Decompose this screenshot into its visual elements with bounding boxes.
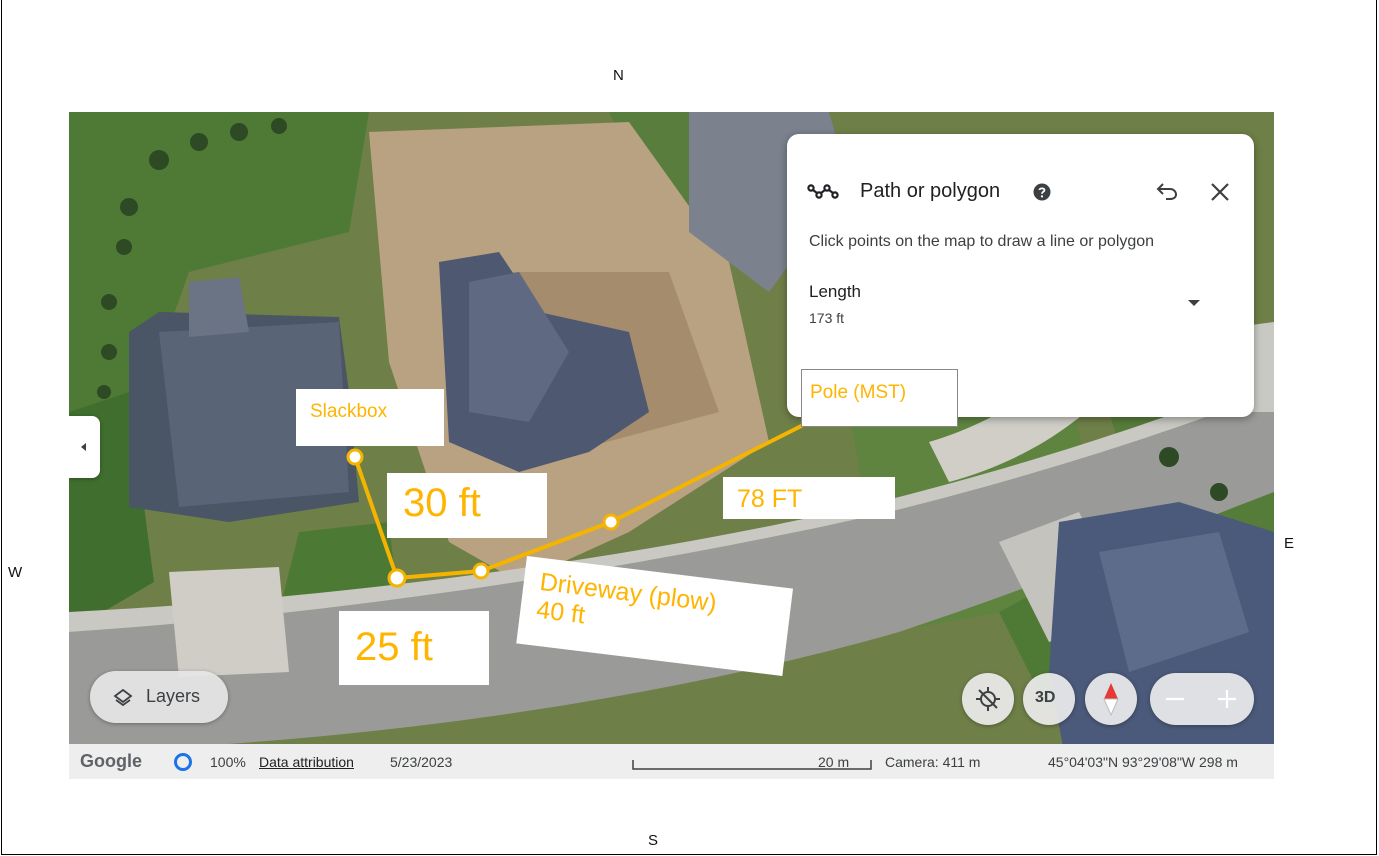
- side-panel-toggle[interactable]: [69, 416, 100, 478]
- imagery-date: 5/23/2023: [390, 754, 453, 770]
- zoom-in-icon[interactable]: [1216, 688, 1238, 710]
- chevron-left-icon: [81, 443, 86, 451]
- camera-altitude: Camera: 411 m: [885, 754, 981, 770]
- location-button[interactable]: [962, 673, 1014, 725]
- panel-title: Path or polygon: [860, 180, 1001, 202]
- location-off-icon: [976, 687, 1000, 711]
- close-icon[interactable]: [1210, 182, 1230, 202]
- segment-78ft-label: 78 FT: [723, 477, 895, 519]
- 3d-label: 3D: [1035, 689, 1056, 706]
- pole-label-box: Pole (MST): [801, 369, 958, 427]
- data-attribution-link[interactable]: Data attribution: [259, 754, 354, 770]
- help-icon[interactable]: [1033, 183, 1051, 201]
- dropdown-arrow-icon[interactable]: [1187, 298, 1201, 308]
- layers-label: Layers: [146, 686, 201, 706]
- slackbox-label: Slackbox: [296, 389, 444, 446]
- scale-bar: [632, 760, 872, 770]
- layers-icon: [113, 688, 133, 707]
- undo-icon[interactable]: [1156, 181, 1178, 201]
- length-value: 173 ft: [809, 310, 845, 326]
- layers-button[interactable]: Layers: [90, 671, 228, 723]
- zoom-controls: [1150, 673, 1254, 725]
- satellite-map[interactable]: Slackbox 30 ft 78 FT 25 ft Driveway (plo…: [69, 112, 1274, 779]
- scale-label: 20 m: [818, 754, 850, 770]
- compass-needle-icon: [1103, 683, 1119, 717]
- pole-label: Pole (MST): [810, 382, 907, 403]
- zoom-out-icon[interactable]: [1164, 689, 1186, 709]
- path-icon: [807, 184, 839, 199]
- cursor-coordinates: 45°04'03"N 93°29'08"W 298 m: [1048, 754, 1238, 770]
- length-label: Length: [809, 282, 861, 301]
- north-label: N: [613, 67, 624, 84]
- zoom-level: 100%: [210, 754, 246, 770]
- 3d-toggle-button[interactable]: 3D: [1023, 673, 1075, 725]
- west-label: W: [8, 564, 23, 581]
- segment-30ft-label: 30 ft: [387, 473, 547, 538]
- path-polygon-panel: Path or polygon Click points on the map …: [787, 134, 1254, 427]
- east-label: E: [1284, 535, 1295, 552]
- loading-ring-icon: [174, 753, 192, 771]
- panel-instructions: Click points on the map to draw a line o…: [809, 233, 1155, 250]
- segment-25ft-label: 25 ft: [339, 611, 489, 685]
- south-label: S: [648, 832, 659, 849]
- google-logo: Google: [80, 751, 142, 771]
- compass-button[interactable]: [1085, 673, 1137, 725]
- status-bar: Google 100% Data attribution 5/23/2023 2…: [69, 744, 1274, 779]
